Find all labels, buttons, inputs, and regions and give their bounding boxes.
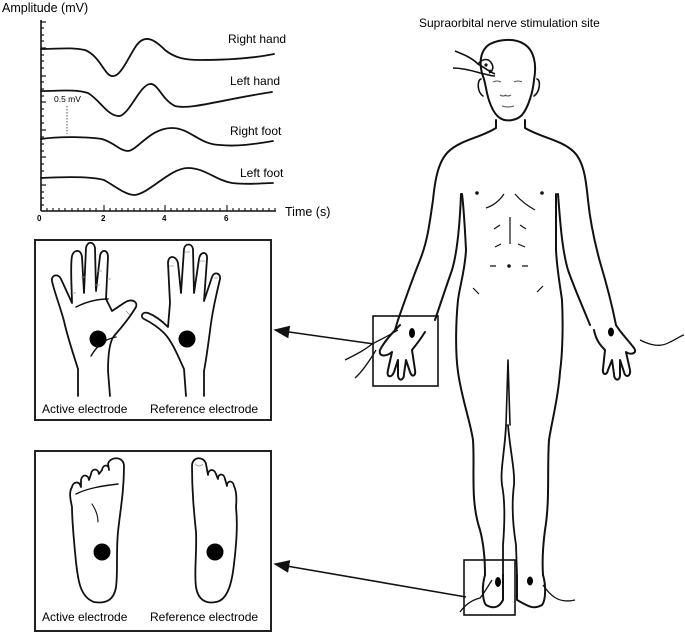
right-leg-outline — [541, 371, 561, 576]
foot-highlight-box — [463, 559, 516, 616]
stimulation-probe — [452, 50, 496, 77]
trace-label-left-foot: Left foot — [240, 166, 284, 180]
hands-reference-label: Reference electrode — [150, 402, 259, 416]
active-hand-outline — [51, 241, 138, 397]
left-hand-body — [593, 324, 636, 381]
feet-panel: Active electrode Reference electrode — [34, 450, 272, 632]
x-tick-4: 4 — [162, 214, 167, 223]
hand-highlight-box — [372, 315, 439, 387]
feet-reference-label: Reference electrode — [150, 610, 259, 624]
x-tick-0: 0 — [37, 214, 42, 223]
trace-left-hand — [40, 83, 273, 117]
y-axis-title: Amplitude (mV) — [2, 1, 89, 15]
torso-right-outline — [524, 119, 617, 326]
scale-bar-label: 0.5 mV — [54, 94, 81, 104]
torso-left-outline — [394, 119, 497, 331]
left-leg-outline — [457, 371, 486, 576]
trace-right-hand — [40, 38, 275, 77]
x-tick-6: 6 — [224, 214, 229, 223]
reference-foot-outline — [191, 457, 238, 604]
feet-active-label: Active electrode — [42, 610, 128, 624]
trace-left-foot — [40, 167, 274, 196]
right-foot-body — [481, 574, 504, 609]
hands-panel: Active electrode Reference electrode — [34, 239, 272, 421]
x-axis-title: Time (s) — [285, 205, 331, 219]
active-electrode-dot-hand — [89, 330, 107, 348]
hands-drawing — [51, 241, 221, 397]
trace-label-right-hand: Right hand — [228, 32, 287, 46]
trace-right-foot — [40, 127, 274, 152]
y-axis-ticks — [41, 21, 46, 206]
reference-electrode-dot-hand — [178, 330, 196, 348]
arrow-foot-to-panel — [273, 560, 467, 598]
head-outline — [479, 38, 537, 122]
feet-drawing — [69, 457, 238, 604]
body-electrodes — [409, 327, 614, 587]
left-foot-body — [516, 574, 547, 609]
right-hand-body — [378, 324, 426, 381]
active-electrode-dot-foot — [93, 543, 111, 561]
reference-electrode-dot-foot — [206, 543, 224, 561]
x-axis-ticks — [40, 205, 276, 211]
trace-label-left-hand: Left hand — [230, 74, 281, 88]
chest-details — [472, 193, 544, 295]
reference-hand-outline — [141, 243, 221, 397]
face-details — [492, 80, 523, 108]
x-tick-2: 2 — [101, 214, 106, 223]
stimulation-site-label: Supraorbital nerve stimulation site — [419, 16, 600, 30]
trace-label-right-foot: Right foot — [230, 124, 282, 138]
hands-active-label: Active electrode — [42, 402, 128, 416]
arrow-hand-to-panel — [273, 325, 375, 345]
active-foot-outline — [69, 457, 125, 604]
